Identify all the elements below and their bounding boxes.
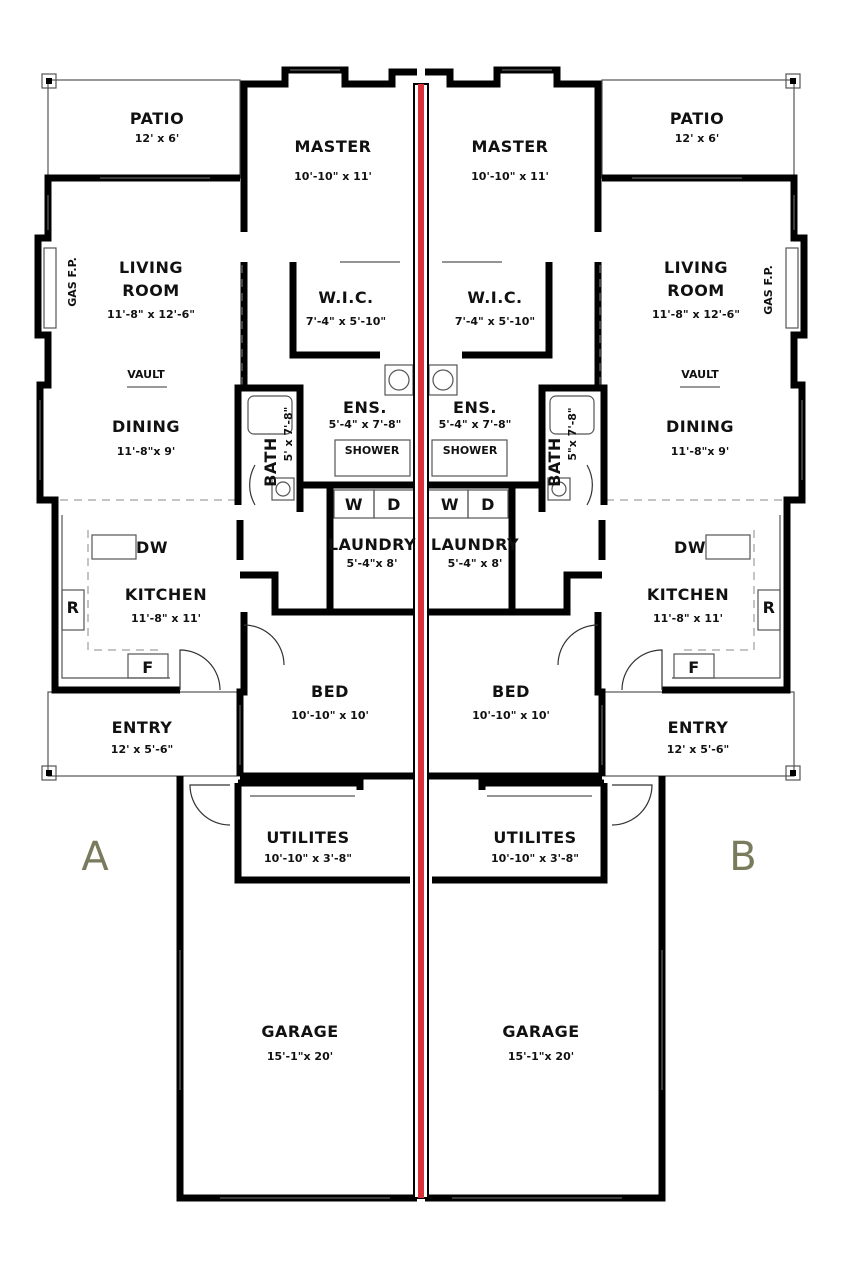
bed-name: BED <box>492 682 530 701</box>
washer-label: W <box>345 495 363 514</box>
unit-a-labels: A PATIO 12' x 6' MASTER 10'-10" x 11' LI… <box>66 109 416 1063</box>
master-dim: 10'-10" x 11' <box>294 170 372 183</box>
washer-label: W <box>441 495 459 514</box>
living-name-2: ROOM <box>122 281 179 300</box>
dining-name: DINING <box>112 417 180 436</box>
kitchen-dim: 11'-8" x 11' <box>131 612 201 625</box>
freezer-label: F <box>142 658 153 677</box>
bed-dim: 10'-10" x 10' <box>472 709 550 722</box>
entry-dim: 12' x 5'-6" <box>667 743 729 756</box>
fridge-label: R <box>67 598 80 617</box>
garage-dim: 15'-1"x 20' <box>508 1050 574 1063</box>
entry-name: ENTRY <box>668 718 729 737</box>
master-dim: 10'-10" x 11' <box>471 170 549 183</box>
wic-name: W.I.C. <box>318 288 373 307</box>
bath-name: BATH <box>261 437 280 487</box>
patio-name: PATIO <box>670 109 724 128</box>
living-dim: 11'-8" x 12'-6" <box>107 308 195 321</box>
dryer-label: D <box>481 495 495 514</box>
wic-dim: 7'-4" x 5'-10" <box>455 315 535 328</box>
bath-dim: 5"x 7'-8" <box>566 407 579 460</box>
utilities-dim: 10'-10" x 3'-8" <box>264 852 352 865</box>
unit-a-label: A <box>81 834 109 880</box>
unit-b-walls <box>425 70 804 1198</box>
garage-dim: 15'-1"x 20' <box>267 1050 333 1063</box>
gas-fireplace-label: GAS F.P. <box>762 265 775 315</box>
laundry-name: LAUNDRY <box>431 535 519 554</box>
unit-b-labels: B PATIO 12' x 6' MASTER 10'-10" x 11' LI… <box>431 109 776 1063</box>
unit-a-walls <box>38 70 417 1198</box>
ensuite-name: ENS. <box>453 398 497 417</box>
ensuite-name: ENS. <box>343 398 387 417</box>
patio-dim: 12' x 6' <box>675 132 719 145</box>
patio-name: PATIO <box>130 109 184 128</box>
wic-dim: 7'-4" x 5'-10" <box>306 315 386 328</box>
master-name: MASTER <box>472 137 549 156</box>
kitchen-name: KITCHEN <box>125 585 207 604</box>
dining-name: DINING <box>666 417 734 436</box>
living-dim: 11'-8" x 12'-6" <box>652 308 740 321</box>
party-wall <box>413 83 429 1199</box>
fridge-label: R <box>763 598 776 617</box>
bed-dim: 10'-10" x 10' <box>291 709 369 722</box>
living-name: LIVING <box>664 258 728 277</box>
shower-label: SHOWER <box>443 444 498 457</box>
utilities-name: UTILITES <box>493 828 576 847</box>
utilities-dim: 10'-10" x 3'-8" <box>491 852 579 865</box>
unit-b-label: B <box>729 834 756 880</box>
dining-dim: 11'-8"x 9' <box>117 445 176 458</box>
utilities-name: UTILITES <box>266 828 349 847</box>
kitchen-name: KITCHEN <box>647 585 729 604</box>
dishwasher-label: DW <box>136 538 168 557</box>
dryer-label: D <box>387 495 401 514</box>
bed-name: BED <box>311 682 349 701</box>
living-name-2: ROOM <box>667 281 724 300</box>
shower-label: SHOWER <box>345 444 400 457</box>
kitchen-dim: 11'-8" x 11' <box>653 612 723 625</box>
garage-name: GARAGE <box>502 1022 579 1041</box>
living-name: LIVING <box>119 258 183 277</box>
vault-label: VAULT <box>681 368 719 381</box>
dishwasher-label: DW <box>674 538 706 557</box>
ensuite-dim: 5'-4" x 7'-8" <box>439 418 512 431</box>
wic-name: W.I.C. <box>467 288 522 307</box>
entry-dim: 12' x 5'-6" <box>111 743 173 756</box>
patio-dim: 12' x 6' <box>135 132 179 145</box>
laundry-dim: 5'-4" x 8' <box>448 557 503 570</box>
ensuite-dim: 5'-4" x 7'-8" <box>329 418 402 431</box>
vault-label: VAULT <box>127 368 165 381</box>
entry-name: ENTRY <box>112 718 173 737</box>
freezer-label: F <box>688 658 699 677</box>
bath-dim: 5' x 7'-8" <box>282 407 295 462</box>
gas-fireplace-label: GAS F.P. <box>66 257 79 307</box>
dining-dim: 11'-8"x 9' <box>671 445 730 458</box>
laundry-dim: 5'-4"x 8' <box>347 557 398 570</box>
garage-name: GARAGE <box>261 1022 338 1041</box>
laundry-name: LAUNDRY <box>328 535 416 554</box>
bath-name: BATH <box>545 437 564 487</box>
master-name: MASTER <box>295 137 372 156</box>
